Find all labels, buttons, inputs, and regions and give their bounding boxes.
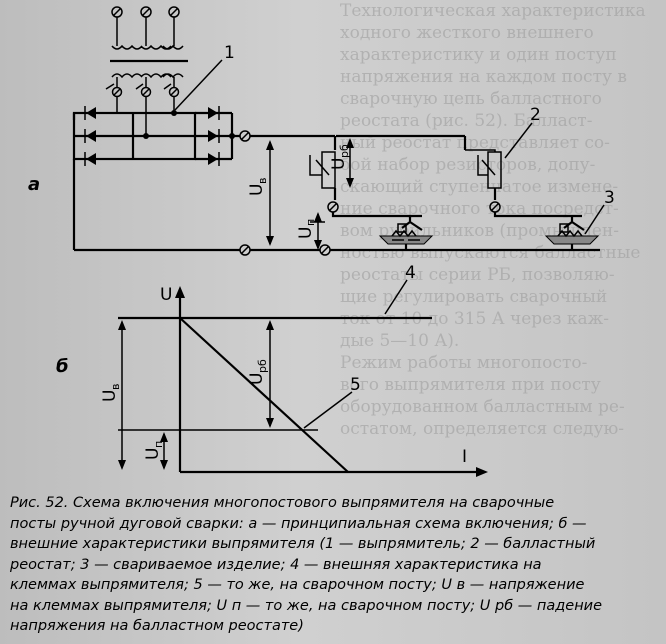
label-3: 3 [604,188,615,208]
weld-workpiece-1 [378,235,434,245]
background-text-line: бой набор резисторов, допу- [340,155,596,175]
u-axis-arrow [175,286,185,298]
mains-terminals [111,6,180,18]
label-urb-sub: рб [338,144,351,158]
background-text-line: ностью выпускаются балластные [340,243,641,263]
caption-line: посты ручной дуговой сварки: а — принцип… [10,515,587,532]
background-text-line: дые 5—10 А). [340,331,460,351]
label-5: 5 [350,375,361,395]
bus-terminals [319,244,331,256]
i-axis-arrow [476,467,488,477]
graph-label-urb-sub: рб [256,359,269,373]
i-axis-label: I [462,447,467,467]
electrode-holder-2 [563,216,585,231]
caption-line: реостат; 3 — свариваемое изделие; 4 — вн… [10,556,542,573]
label-uv: U [247,184,267,196]
background-text-line: характеристику и один поступ [340,45,617,65]
background-text-line: реостаты серии РБ, позволяю- [340,265,615,285]
junction-dot [171,110,177,116]
background-text-line: ходного жесткого внешнего [340,23,594,43]
graph-label-uv-sub: в [109,384,122,390]
graph-label-up: U [143,448,163,460]
characteristics-graph: U I 4 5 U в U п U рб б [56,263,488,477]
secondary-winding [111,73,184,79]
welding-post-2 [463,136,600,252]
background-text-line: ние сварочного тока посредст- [340,199,619,219]
label-part-b: б [56,356,69,377]
background-text-line: ток от 10 до 315 А через каж- [340,309,610,329]
ballast-rheostat-1 [321,151,336,189]
caption-line: Рис. 52. Схема включения многопостового … [10,495,555,511]
caption-line: внешние характеристики выпрямителя (1 — … [10,536,596,552]
primary-winding [111,44,184,50]
background-text-line: напряжения на каждом посту в [340,67,627,87]
voltage-uv-indicator: U в [247,140,274,246]
ac-terminals [105,83,180,98]
background-text-line: вого выпрямителя при посту [340,375,601,395]
label-2: 2 [530,105,541,125]
caption-line: на клеммах выпрямителя; U п — то же, на … [10,597,603,614]
background-text-line: Режим работы многопосто- [340,353,588,373]
background-text-line: Технологическая характеристика [340,1,646,21]
junction-dot [143,133,149,139]
background-text-line: ный реостат представляет со- [340,133,610,153]
graph-label-urb: U [247,373,267,385]
electrode-holder-1 [401,216,423,231]
background-text-line: сварочную цепь балластного [340,89,602,109]
label-uv-sub: в [256,178,269,184]
weld-workpiece-2 [544,235,600,245]
background-text-line: остатом, определяется следую- [340,419,625,439]
graph-label-uv: U [100,390,120,402]
background-text-line: оборудованном балластным ре- [340,397,625,417]
background-text-line: щие регулировать сварочный [340,287,608,307]
background-text-line: скающий ступенчатое измене- [340,177,619,197]
rectifier-bridge [72,96,235,250]
label-up: U [296,227,316,239]
transformer [110,6,188,88]
label-1: 1 [224,43,235,63]
caption-line: клеммах выпрямителя; 5 — то же, на сваро… [10,577,585,593]
u-axis-label: U [160,285,172,305]
label-4: 4 [405,263,416,283]
label-urb: U [329,158,349,170]
caption-line: напряжения на балластном реостате) [10,618,304,634]
label-part-a: а [28,174,40,195]
figure-caption: Рис. 52. Схема включения многопостового … [10,493,660,637]
welding-post-1: U рб U п [296,136,434,250]
characteristic-5 [179,317,349,473]
circuit-and-characteristics-diagram: 1 U в [28,6,615,477]
graph-label-up-sub: п [152,441,165,448]
label-up-sub: п [304,219,317,226]
